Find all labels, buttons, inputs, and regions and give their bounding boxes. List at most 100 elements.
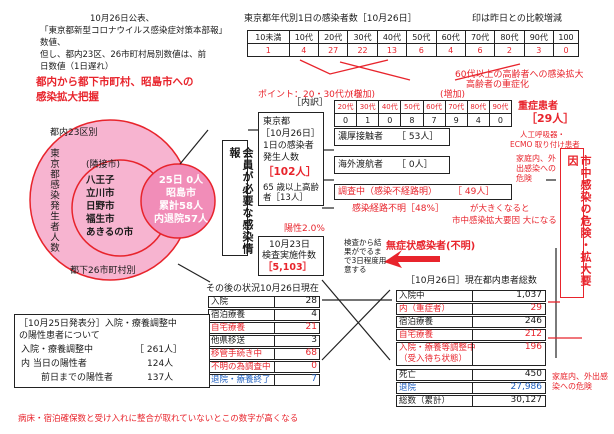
- neighbors-list: 八王子 立川市 日野市 福生市 あきるの市: [86, 174, 133, 239]
- breakdown-title: ［内訳］: [292, 98, 329, 108]
- age-header-cell: 60代: [435, 30, 466, 44]
- city-danger-box: 市中感染の危険・拡大要因: [560, 148, 592, 298]
- status-row-value: 7: [274, 374, 320, 386]
- severe-value-cell: 9: [444, 113, 468, 127]
- breakdown-total: ［102人］: [263, 166, 317, 178]
- route-unknown: 感染経路不明［48%］: [352, 204, 445, 214]
- header-line2: 「東京都新型コロナウイルス感染症対策本部報」: [40, 26, 228, 36]
- severe-header-cell: 60代: [422, 100, 446, 114]
- age-header-cell: 90代: [523, 30, 555, 44]
- akishima-name: 昭島市: [166, 188, 196, 199]
- patient-row-value: 212: [472, 329, 546, 341]
- neighbor-item: 福生市: [86, 214, 115, 225]
- breakdown-elder: 65 歳以上高齢: [263, 183, 320, 193]
- severe-header-cell: 50代: [400, 100, 424, 114]
- severe-count: ［29人］: [526, 112, 575, 125]
- test-date: 10月23日: [269, 240, 310, 250]
- neighbor-item: 立川市: [86, 188, 115, 199]
- age-value-cell: 6: [464, 43, 496, 57]
- age-value-cell: 4: [288, 43, 320, 57]
- patient-row: 内（重症者）: [396, 303, 546, 315]
- severe-value-cell: 0: [333, 113, 358, 127]
- breakdown-date: ［10月26日］: [261, 129, 320, 139]
- contact-label: 濃厚接触者: [338, 132, 384, 142]
- severe-value-cell: 4: [466, 113, 490, 127]
- age-value-cell: 2: [494, 43, 525, 57]
- severe-header-cell: 40代: [378, 100, 402, 114]
- akishima-today: 25日 0人: [158, 175, 204, 186]
- breakdown-l1: 1日の感染者: [263, 141, 314, 151]
- severe-header-cell: 80代: [466, 100, 490, 114]
- age-elder: 60代以上の高齢者への感染拡大: [455, 70, 584, 80]
- severe-header-cell: 90代: [488, 100, 513, 114]
- patient-row-label: 死亡: [399, 370, 417, 380]
- family-top: 家庭内、外出感染への危険: [516, 154, 556, 183]
- prev-l2: 内 当日の陽性者: [21, 359, 87, 369]
- age-value-cell: 4: [435, 43, 466, 57]
- patient-row: 死亡: [396, 369, 546, 381]
- patient-row: 総数（累計）: [396, 395, 546, 407]
- patient-row: 入院・療養等調整中: [396, 342, 546, 354]
- age-header-cell: 30代: [347, 30, 378, 44]
- contact-row: 濃厚接触者 ［ 53人］: [334, 128, 450, 146]
- test-label: 検査実施件数: [262, 251, 317, 261]
- age-increase: (増加): [350, 90, 376, 100]
- patient-row-label: 総数（累計）: [399, 396, 451, 406]
- prev-sub: の陽性患者について: [19, 331, 100, 341]
- status-row-value: 28: [274, 296, 320, 308]
- contact-value: ［ 53人］: [397, 132, 439, 142]
- contact-value: ［ 0人］: [397, 160, 433, 170]
- patient-row-value: 1,037: [472, 290, 546, 302]
- age-point: ポイント：20・30代から: [258, 90, 362, 100]
- neighbors-title: (隣接市): [86, 160, 121, 170]
- positive-rate: 陽性2.0%: [284, 224, 325, 234]
- age-title: 東京都年代別1日の感染者数［10月26日］: [244, 14, 417, 24]
- breakdown-elder2: 者［13人］: [263, 193, 308, 203]
- status-row-value: 3: [274, 335, 320, 347]
- member-info-box: 会員が必要な感染情報: [222, 140, 254, 256]
- neighbor-item: 八王子: [86, 175, 115, 186]
- prev-box: ［10月25日発表分］入院・療養調整中 の陽性患者について 入院・療養調整中 ［…: [14, 314, 210, 388]
- age-elder2: 高齢者の重症化: [466, 80, 530, 90]
- patient-row-label: 自宅療養: [399, 330, 434, 340]
- severe-header-cell: 70代: [444, 100, 468, 114]
- contact-label: 調査中（感染不経路明）: [338, 187, 438, 197]
- family-bottom: 家庭内、外出感染への危険: [552, 372, 608, 391]
- footer-note: 病床・宿泊確保数と受け入れに整合が取れていないとこの数字が高くなる: [18, 414, 299, 424]
- prev-title: ［10月25日発表分］入院・療養調整中: [19, 319, 177, 329]
- age-header-cell: 40代: [376, 30, 408, 44]
- neighbor-item: 日野市: [86, 201, 115, 212]
- akishima-discharged: 内退院57人: [154, 214, 208, 225]
- age-value-cell: 3: [523, 43, 555, 57]
- prev-l3: 前日までの陽性者: [41, 373, 114, 383]
- status-row-label: 不明の為調査中: [211, 362, 271, 372]
- akishima-total: 累計58人: [159, 201, 203, 212]
- neighbor-item: あきるの市: [86, 227, 134, 238]
- patient-row-value: 246: [472, 316, 546, 328]
- severe-label: 重症患者: [518, 101, 558, 112]
- patient-row-value: 30,127: [472, 395, 546, 407]
- status-row-value: 4: [274, 309, 320, 321]
- patients-title: ［10月26日］現在都内患者総数: [406, 276, 537, 286]
- age-note: 印は昨日との比較増減: [472, 14, 562, 24]
- status-row-label: 宿泊療養: [211, 310, 246, 320]
- severe-note1: 人工呼吸器・: [520, 130, 565, 139]
- severe-header-cell: 20代: [333, 100, 358, 114]
- patient-row-label: （受入待ち状態）: [399, 354, 468, 364]
- city-danger-text: 市中感染の危険・拡大要因: [566, 155, 592, 287]
- asymptomatic: 無症状感染者(不明): [386, 241, 476, 252]
- age-value-cell: 1: [247, 43, 290, 57]
- header-line3: 数値、: [40, 38, 66, 48]
- akishima-box: 25日 0人 昭島市 累計58人 内退院57人: [148, 174, 214, 226]
- status-row-label: 自宅療養: [211, 323, 246, 333]
- status-row-label: 退院・療養終了: [211, 375, 271, 385]
- patient-row: 退院: [396, 382, 546, 394]
- status-row-value: 68: [274, 348, 320, 360]
- age-value-cell: 22: [347, 43, 378, 57]
- status-row-value: 0: [274, 361, 320, 373]
- age-header-cell: 80代: [494, 30, 525, 44]
- age-header-cell: 70代: [464, 30, 496, 44]
- breakdown-box: 東京都 ［10月26日］ 1日の感染者 発生人数 ［102人］ 65 歳以上高齢…: [258, 112, 324, 206]
